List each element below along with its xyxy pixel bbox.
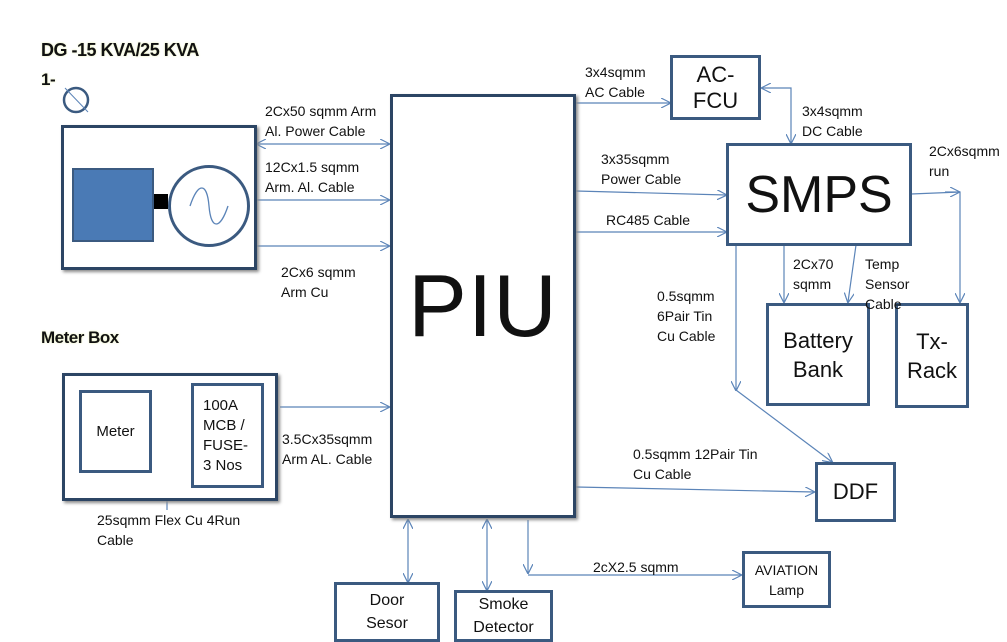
label-battery-cable: 2Cx70 sqmm (793, 256, 834, 292)
aviation-lamp-block[interactable]: AVIATION Lamp (742, 551, 831, 608)
dg-heading: DG -15 KVA/25 KVA (41, 40, 199, 60)
smps-label: SMPS (745, 165, 893, 224)
label-12pair: 0.5sqmm 12Pair Tin Cu Cable (633, 446, 758, 482)
battery-bank-block[interactable]: Battery Bank (766, 303, 870, 406)
tx-rack-label: Tx- Rack (906, 328, 958, 383)
mcb-label: 100A MCB / FUSE- 3 Nos (203, 396, 248, 474)
wire-smps-ddf-2 (735, 389, 832, 462)
door-sensor-label: Door Sesor (366, 592, 408, 632)
meter-label: Meter (96, 423, 135, 440)
label-ac-cable: 3x4sqmm AC Cable (585, 64, 646, 100)
label-power-cable: 3x35sqmm Power Cable (601, 151, 682, 187)
label-meter-piu: 3.5Cx35sqmm Arm AL. Cable (282, 431, 373, 467)
ddf-block[interactable]: DDF (815, 462, 896, 522)
acfcu-block[interactable]: AC- FCU (670, 55, 761, 120)
door-sensor-block[interactable]: Door Sesor (334, 582, 440, 642)
piu-block[interactable]: PIU (390, 94, 576, 518)
aviation-lamp-label: AVIATION Lamp (754, 561, 819, 598)
dg-index: 1- (41, 70, 56, 89)
alternator-icon (168, 165, 250, 247)
smoke-detector-label: Smoke Detector (473, 596, 534, 636)
acfcu-label: AC- FCU (692, 61, 739, 113)
wire-piu-ddf (575, 486, 814, 492)
meter-box-heading: Meter Box (41, 328, 119, 347)
label-dc-cable: 3x4sqmm DC Cable (802, 103, 863, 139)
tx-rack-block[interactable]: Tx- Rack (895, 303, 969, 408)
battery-bank-label: Battery Bank (783, 327, 853, 382)
label-aviation-cable: 2cX2.5 sqmm (593, 559, 679, 575)
smoke-detector-block[interactable]: Smoke Detector (454, 590, 553, 642)
wire-smps-acfcu (762, 88, 791, 143)
label-meter-in: 25sqmm Flex Cu 4Run Cable (97, 512, 241, 548)
mcb-block[interactable]: 100A MCB / FUSE- 3 Nos (191, 383, 264, 488)
label-dg-power: 2Cx50 sqmm Arm Al. Power Cable (265, 103, 377, 139)
wire-piu-smps-power (575, 191, 726, 195)
label-rc485: RC485 Cable (606, 212, 691, 228)
wire-smps-txrack (910, 191, 960, 302)
label-dg-control: 12Cx1.5 sqmm Arm. Al. Cable (265, 159, 360, 195)
dg-enclosure[interactable] (61, 125, 257, 270)
meter-block[interactable]: Meter (79, 390, 152, 473)
wire-temp-sensor (848, 244, 857, 302)
engine-block (72, 168, 154, 242)
label-6pair: 0.5sqmm 6Pair Tin Cu Cable (657, 288, 716, 344)
coupling (154, 194, 168, 209)
breaker-symbol (62, 86, 90, 114)
label-temp-sensor: Temp Sensor Cable (865, 256, 910, 312)
smps-block[interactable]: SMPS (726, 143, 912, 246)
piu-label: PIU (408, 256, 558, 355)
ddf-label: DDF (832, 479, 879, 504)
label-tx-run: 2Cx6sqmm run (929, 143, 1000, 179)
label-dg-cu: 2Cx6 sqmm Arm Cu (281, 264, 356, 300)
